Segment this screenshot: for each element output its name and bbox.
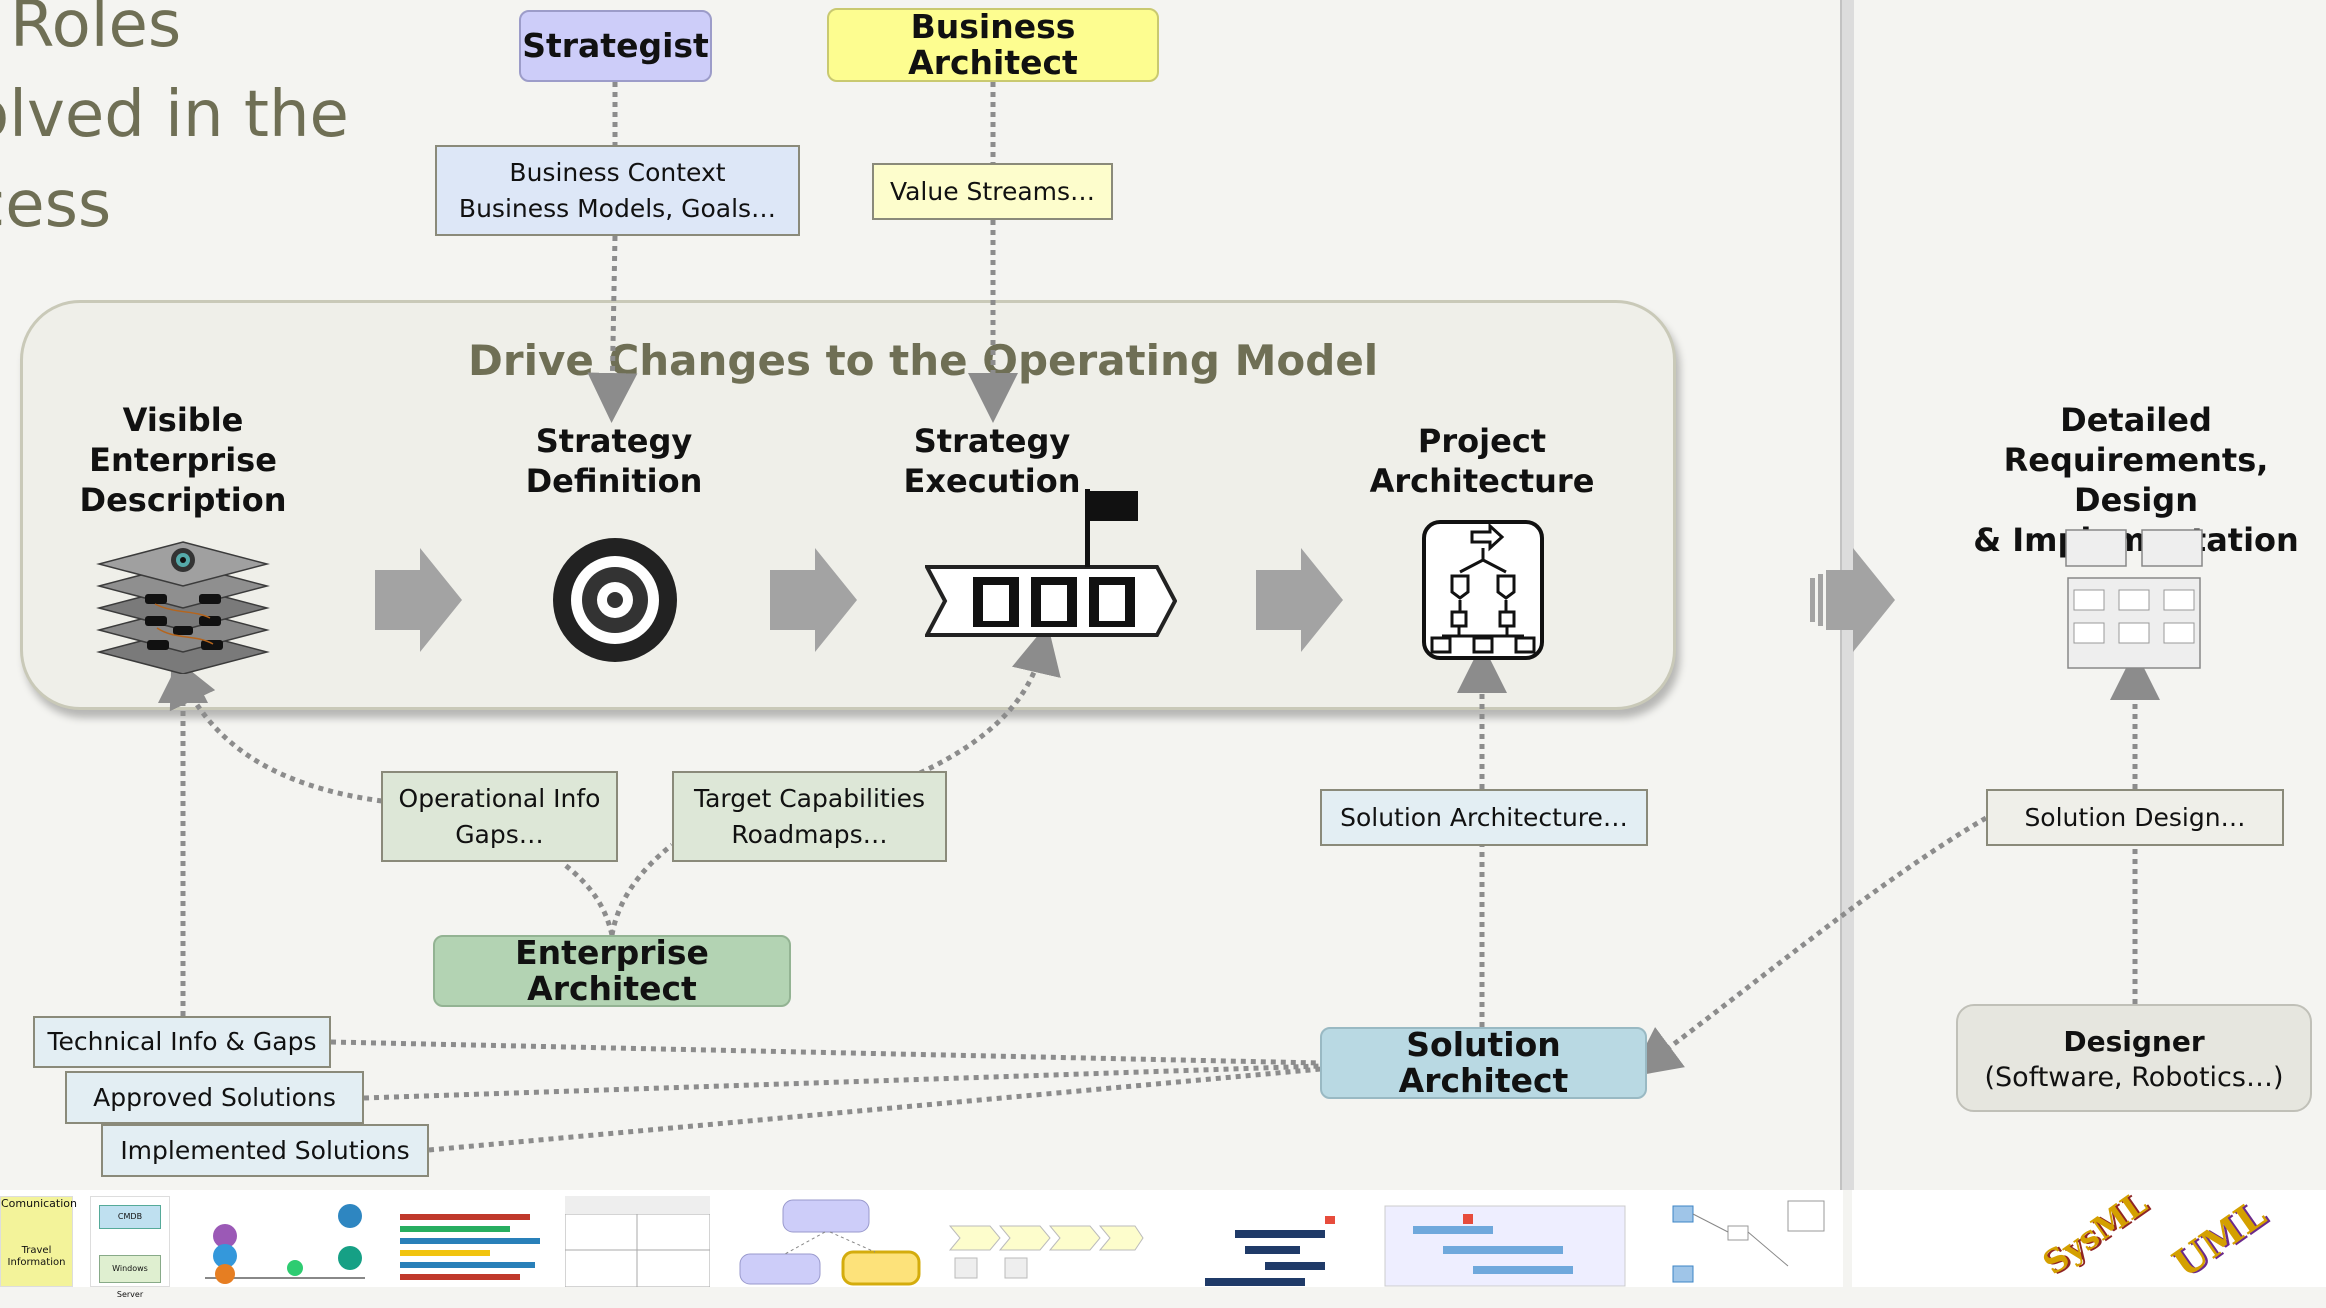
ea-to-opinfo-connector [563, 863, 615, 936]
thumbnail-timeline [1384, 1205, 1626, 1287]
title-line-1: Roles [10, 0, 182, 62]
stage-strategy-execution: Strategy Execution [903, 422, 1081, 500]
thumb1-subtitle: Travel Information [7, 1245, 66, 1268]
thumbnail-communication: Comunication Travel Information [0, 1196, 77, 1287]
thumbnail-table [565, 1196, 710, 1287]
sysml-logo: SysML [2030, 1184, 2154, 1287]
artifact-target-capabilities: Target Capabilities Roadmaps… [672, 771, 947, 862]
roadmap-flag-icon [925, 489, 1177, 637]
title-line-3: cess [0, 168, 112, 242]
designer-title: Designer [2063, 1025, 2205, 1058]
design-thumbnail-icon [2065, 529, 2203, 669]
business-context-connector [587, 235, 638, 423]
role-strategist: Strategist [519, 10, 712, 82]
artifact-value-streams: Value Streams… [872, 163, 1113, 220]
artifact-solution-design: Solution Design… [1986, 789, 2284, 846]
stage-strategy-definition: Strategy Definition [525, 422, 703, 500]
tech-info-to-sa [330, 1039, 1322, 1066]
artifact-solution-architecture: Solution Architecture… [1320, 789, 1648, 846]
solution-design-to-sa-connector [1629, 815, 1988, 1077]
thumb2-subtitle: Windows Server [99, 1255, 161, 1299]
designer-subtitle: (Software, Robotics…) [1984, 1062, 2284, 1093]
operating-model-panel [20, 300, 1676, 710]
arrow-4-stripe-1 [1810, 578, 1815, 622]
thumbnail-bubbles [205, 1204, 365, 1284]
operational-info-connector [169, 655, 383, 804]
process-arrow-1 [375, 548, 462, 652]
thumbnail-deployment [1672, 1200, 1825, 1283]
logo-strip [1852, 1190, 2326, 1287]
org-chart-icon [1422, 520, 1544, 660]
thumbnail-goals [739, 1199, 921, 1286]
thumbnail-roadmap [1205, 1216, 1335, 1286]
role-enterprise-architect: Enterprise Architect [433, 935, 791, 1007]
title-line-2: olved in the [0, 78, 349, 152]
thumb2-title: CMDB [99, 1205, 161, 1229]
artifact-operational-info: Operational Info Gaps… [381, 771, 618, 862]
layers-icon [96, 541, 270, 674]
target-icon [553, 538, 677, 662]
uml-logo: UML [2160, 1191, 2273, 1287]
target-capabilities-connector [918, 623, 1061, 776]
thumbnail-gantt [392, 1196, 547, 1287]
thumb1-title: Comunication [1, 1197, 77, 1210]
stage-project-architecture: Project Architecture [1369, 422, 1595, 500]
arrow-4-stripe-2 [1818, 574, 1823, 626]
ea-to-target-connector [609, 843, 674, 936]
role-business-architect: Business Architect [827, 8, 1159, 82]
process-arrow-4 [1826, 548, 1895, 652]
artifact-business-context: Business Context Business Models, Goals… [435, 145, 800, 236]
stage-visible-enterprise: Visible Enterprise Description [79, 401, 287, 519]
artifact-approved-solutions: Approved Solutions [65, 1071, 364, 1124]
thumbnail-cmdb: CMDB Windows Server [90, 1196, 170, 1299]
process-arrow-2 [770, 548, 857, 652]
role-designer: Designer (Software, Robotics…) [1956, 1004, 2312, 1112]
stage-detailed-requirements: Detailed Requirements, Design & Implemen… [1973, 401, 2299, 559]
role-solution-architect: Solution Architect [1320, 1027, 1647, 1099]
artifact-technical-info: Technical Info & Gaps [33, 1016, 331, 1068]
process-arrow-3 [1256, 548, 1343, 652]
thumbnail-value-stream [948, 1225, 1144, 1279]
artifact-implemented-solutions: Implemented Solutions [101, 1124, 429, 1177]
